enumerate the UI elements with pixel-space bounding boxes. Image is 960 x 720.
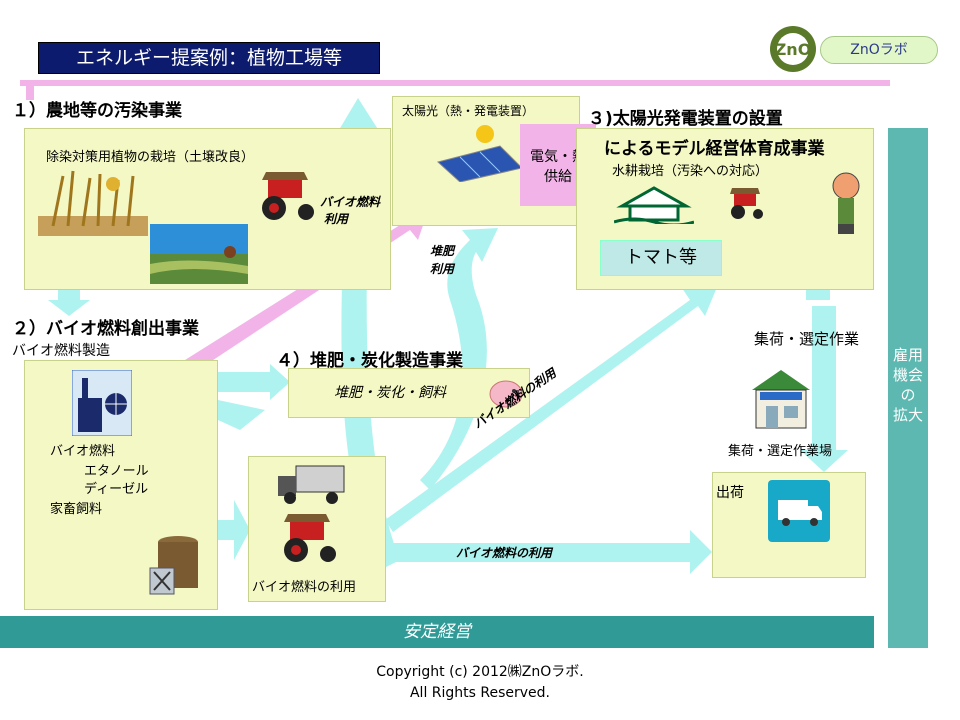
compost-use-label: 堆肥 [430, 244, 455, 258]
small-tractor-icon [724, 186, 766, 220]
solar-label: 太陽光（熱・発電装置） [402, 104, 535, 118]
tractor-icon-2 [276, 510, 342, 564]
zno-logo-icon: ZnO [768, 24, 818, 74]
section3-title-line2: によるモデル経営体育成事業 [604, 139, 825, 159]
bio-item-feed: 家畜飼料 [50, 502, 103, 517]
copyright-line1: Copyright (c) 2012㈱ZnOラボ. [376, 664, 584, 680]
bio-item-fuel: バイオ燃料 [50, 444, 116, 459]
employment-line4: 拡大 [892, 406, 923, 424]
wheat-icon [38, 166, 148, 236]
greenhouse-icon [613, 184, 695, 227]
shipping-truck-icon [768, 480, 830, 542]
bio-item-ethanol: エタノール [84, 464, 149, 479]
shop-icon [748, 366, 814, 430]
collection-title: 集荷・選定作業 [754, 330, 860, 348]
section3-title-line1: ３)太陽光発電装置の設置 [588, 109, 783, 129]
bio-fuel-use-label-b: 利用 [324, 212, 349, 226]
employment-column: 雇用 機会 の 拡大 [888, 128, 928, 648]
stable-management-band: 安定経営 [0, 616, 874, 648]
tractor-icon [254, 168, 320, 222]
page-title: エネルギー提案例：植物工場等 [38, 42, 380, 74]
tomato-label: トマト等 [600, 240, 722, 276]
cyan-diagonal-arrow [385, 280, 720, 532]
section4-items: 堆肥・炭化・飼料 [334, 385, 446, 401]
logo-label: ZnOラボ [820, 36, 938, 64]
section1-title: １）農地等の汚染事業 [12, 101, 182, 121]
compost-use-label-b: 利用 [430, 262, 455, 276]
collection-place: 集荷・選定作業場 [728, 444, 833, 459]
cyan-horizontal-arrow [385, 530, 712, 574]
arrow-to-section4 [218, 364, 290, 400]
copyright: Copyright (c) 2012㈱ZnOラボ. All Rights Res… [0, 662, 960, 704]
copyright-line2: All Rights Reserved. [409, 685, 551, 701]
section1-subtitle: 除染対策用植物の栽培（土壌改良） [46, 150, 255, 165]
landscape-icon [150, 224, 248, 284]
pig-icon [488, 376, 524, 410]
solar-panel-icon [430, 122, 530, 183]
arrow-to-bio-use [216, 500, 250, 560]
section2-title: ２）バイオ燃料創出事業 [12, 319, 199, 339]
bio-fuel-horiz-label: バイオ燃料の利用 [456, 546, 553, 560]
employment-line3: の [900, 386, 916, 404]
svg-text:ZnO: ZnO [775, 40, 812, 59]
supply-line1: 電気・熱 [530, 149, 586, 165]
section3-subtitle: 水耕栽培（汚染への対応） [612, 164, 769, 179]
truck-icon [276, 464, 346, 506]
employment-line1: 雇用 [892, 346, 923, 364]
arrow-to-collection [800, 306, 848, 472]
fuel-barrel-icon [146, 534, 206, 598]
employment-line2: 機会 [892, 366, 923, 384]
farmer-icon [830, 172, 864, 234]
supply-line2: 供給 [544, 169, 572, 185]
bio-item-diesel: ディーゼル [84, 482, 149, 497]
arrow-s1-to-s2 [48, 288, 90, 316]
section4-title: ４）堆肥・炭化製造事業 [276, 351, 463, 371]
bio-fuel-use-label: バイオ燃料 [320, 195, 381, 209]
bio-use-label: バイオ燃料の利用 [252, 580, 357, 595]
cyan-compost-arrow [420, 228, 498, 490]
factory-icon [71, 369, 133, 437]
section2-subtitle: バイオ燃料製造 [12, 343, 110, 359]
shipment-label: 出荷 [716, 485, 744, 501]
